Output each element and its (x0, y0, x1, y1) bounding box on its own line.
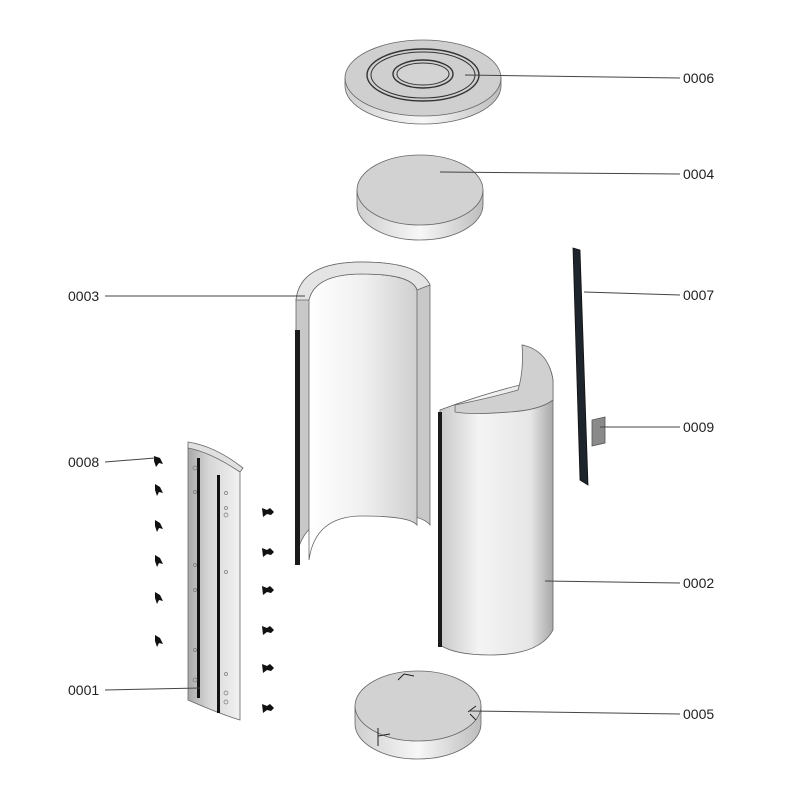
label-0004: 0004 (683, 166, 714, 182)
part-0006-top-cover (344, 39, 502, 125)
clip-icon (262, 548, 274, 557)
clip-icon (262, 664, 274, 673)
clip-icon (155, 635, 163, 647)
clip-icon (155, 484, 163, 496)
part-0007-seal-strip (572, 247, 589, 486)
part-0009-pad (591, 416, 606, 447)
label-0003: 0003 (68, 288, 99, 304)
part-0005-bottom-disc (354, 670, 482, 760)
label-0007: 0007 (683, 287, 714, 303)
leader-lines (104, 74, 681, 715)
label-0005: 0005 (683, 706, 714, 722)
clip-icon (155, 555, 163, 567)
clip-icon (262, 704, 274, 713)
label-0009: 0009 (683, 419, 714, 435)
clip-icon (155, 520, 163, 532)
part-0004-insert-disc (356, 154, 484, 241)
clip-icon (262, 508, 274, 517)
part-0003-rear-shell (295, 261, 431, 565)
label-0008: 0008 (68, 454, 99, 470)
label-0001: 0001 (68, 682, 99, 698)
clip-icon (154, 456, 163, 467)
clip-icon (155, 592, 163, 604)
label-0002: 0002 (683, 575, 714, 591)
clip-icon (262, 626, 274, 635)
part-0008-clips (154, 456, 274, 713)
clip-icon (262, 586, 274, 595)
part-0002-front-shell (438, 344, 554, 656)
label-0006: 0006 (683, 70, 714, 86)
part-0001-hinge-rail (187, 441, 244, 721)
